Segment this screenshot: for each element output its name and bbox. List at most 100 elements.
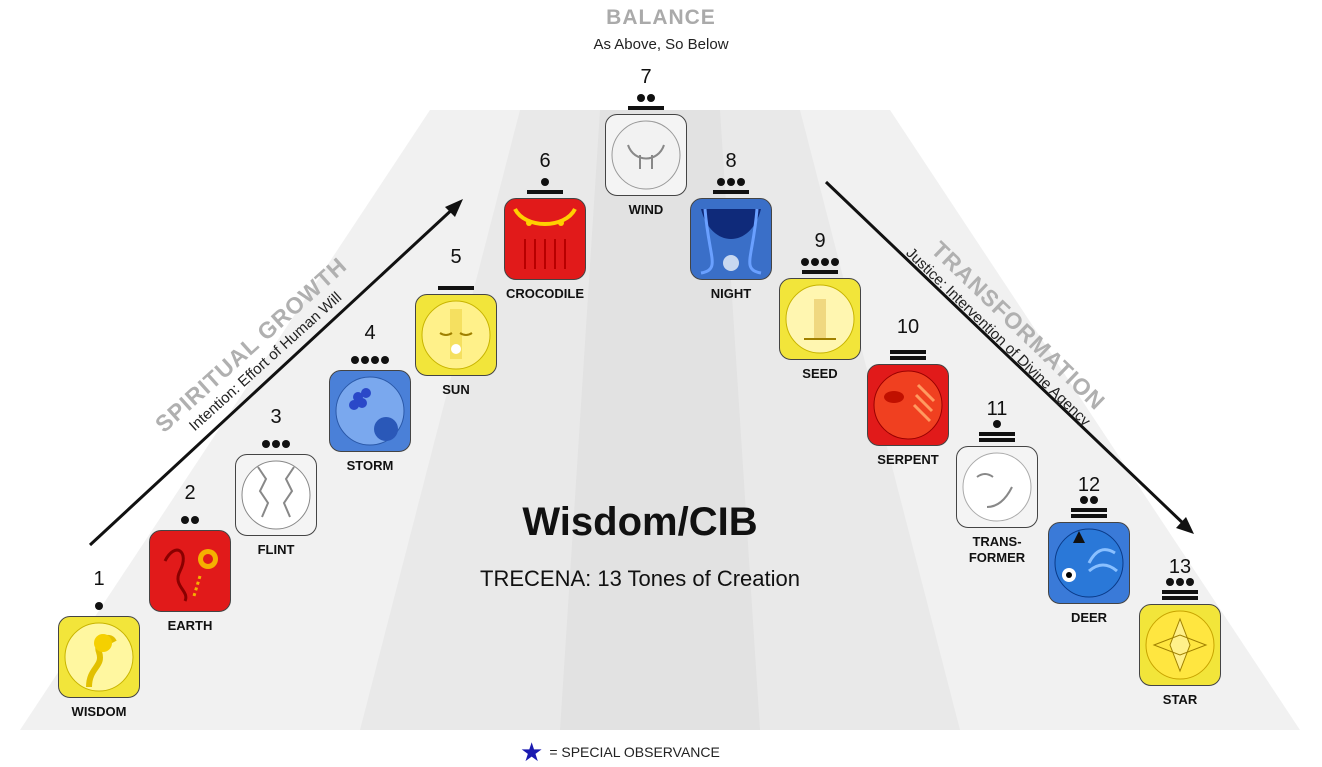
numeral-dot — [1166, 578, 1174, 586]
balance-subtitle: As Above, So Below — [593, 36, 729, 53]
star-glyph-icon — [1139, 604, 1221, 686]
mayan-numeral — [937, 420, 1057, 442]
mayan-numeral — [485, 172, 605, 194]
numeral-dot — [351, 356, 359, 364]
numeral-dot — [831, 258, 839, 266]
tone-number: 2 — [184, 482, 196, 504]
numeral-dot — [993, 420, 1001, 428]
numeral-dot — [737, 178, 745, 186]
balance-title: BALANCE — [606, 6, 716, 29]
day-sign-name: DEER — [1070, 610, 1108, 625]
transformation-arrowhead — [1176, 517, 1194, 534]
tone-number: 10 — [896, 316, 920, 338]
numeral-dots — [262, 440, 290, 448]
numeral-bar — [890, 350, 926, 354]
deer-glyph-icon — [1048, 522, 1130, 604]
mayan-numeral — [216, 428, 336, 450]
seed-glyph-icon — [779, 278, 861, 360]
numeral-dots — [801, 258, 839, 266]
numeral-dot — [541, 178, 549, 186]
serpent-glyph-icon — [867, 364, 949, 446]
tone-number: 5 — [450, 246, 462, 268]
numeral-dot — [272, 440, 280, 448]
mayan-numeral — [671, 172, 791, 194]
tone-number: 8 — [725, 150, 737, 172]
tone-number: 11 — [986, 398, 1008, 420]
tone-number: 7 — [640, 66, 652, 88]
numeral-dots — [95, 602, 103, 610]
numeral-dots — [637, 94, 655, 102]
numeral-dot — [1080, 496, 1088, 504]
legend: ★ = SPECIAL OBSERVANCE — [520, 738, 920, 766]
day-sign-name: WIND — [628, 202, 664, 217]
numeral-dot — [637, 94, 645, 102]
numeral-dots — [181, 516, 199, 524]
day-sign-name: SUN — [442, 382, 470, 397]
day-sign-name: STAR — [1162, 692, 1198, 707]
tone-number: 1 — [93, 568, 105, 590]
mayan-numeral — [1029, 496, 1149, 518]
numeral-dot — [361, 356, 369, 364]
numeral-dot — [647, 94, 655, 102]
day-sign-name: CROCODILE — [506, 286, 584, 301]
numeral-bar — [628, 106, 664, 110]
day-sign-name: FLINT — [257, 542, 295, 557]
day-sign-name: TRANS- FORMER — [968, 534, 1026, 565]
mayan-numeral — [39, 590, 159, 612]
numeral-dots — [351, 356, 389, 364]
numeral-dot — [801, 258, 809, 266]
legend-text: = SPECIAL OBSERVANCE — [549, 744, 720, 760]
mayan-numeral — [130, 504, 250, 526]
day-sign-name: NIGHT — [710, 286, 752, 301]
earth-glyph-icon — [149, 530, 231, 612]
spiritual-growth-arrowhead — [445, 199, 463, 217]
numeral-dots — [1080, 496, 1098, 504]
spiritual-growth-arrow — [88, 203, 459, 547]
numeral-bar — [802, 270, 838, 274]
tone-number: 4 — [364, 322, 376, 344]
numeral-bar — [1162, 590, 1198, 594]
day-sign-name: WISDOM — [71, 704, 127, 719]
mayan-numeral — [396, 268, 516, 290]
numeral-bar — [1071, 508, 1107, 512]
numeral-dot — [821, 258, 829, 266]
mayan-numeral — [586, 88, 706, 110]
day-sign-name: STORM — [346, 458, 394, 473]
center-title: Wisdom/CIB — [522, 500, 758, 544]
numeral-dot — [282, 440, 290, 448]
numeral-bar — [1162, 596, 1198, 600]
numeral-dot — [717, 178, 725, 186]
numeral-bar — [1071, 514, 1107, 518]
numeral-dot — [811, 258, 819, 266]
mayan-numeral — [1120, 578, 1240, 600]
mayan-numeral — [848, 338, 968, 360]
sun-glyph-icon — [415, 294, 497, 376]
tone-number: 9 — [814, 230, 826, 252]
star-icon: ★ — [520, 737, 544, 767]
numeral-dot — [181, 516, 189, 524]
tone-number: 3 — [270, 406, 282, 428]
numeral-dot — [381, 356, 389, 364]
flint-glyph-icon — [235, 454, 317, 536]
numeral-bar — [527, 190, 563, 194]
day-sign-name: SEED — [802, 366, 838, 381]
numeral-dot — [95, 602, 103, 610]
numeral-bar — [713, 190, 749, 194]
numeral-dots — [717, 178, 745, 186]
wisdom-glyph-icon — [58, 616, 140, 698]
mayan-numeral — [310, 344, 430, 366]
night-glyph-icon — [690, 198, 772, 280]
numeral-bar — [438, 286, 474, 290]
